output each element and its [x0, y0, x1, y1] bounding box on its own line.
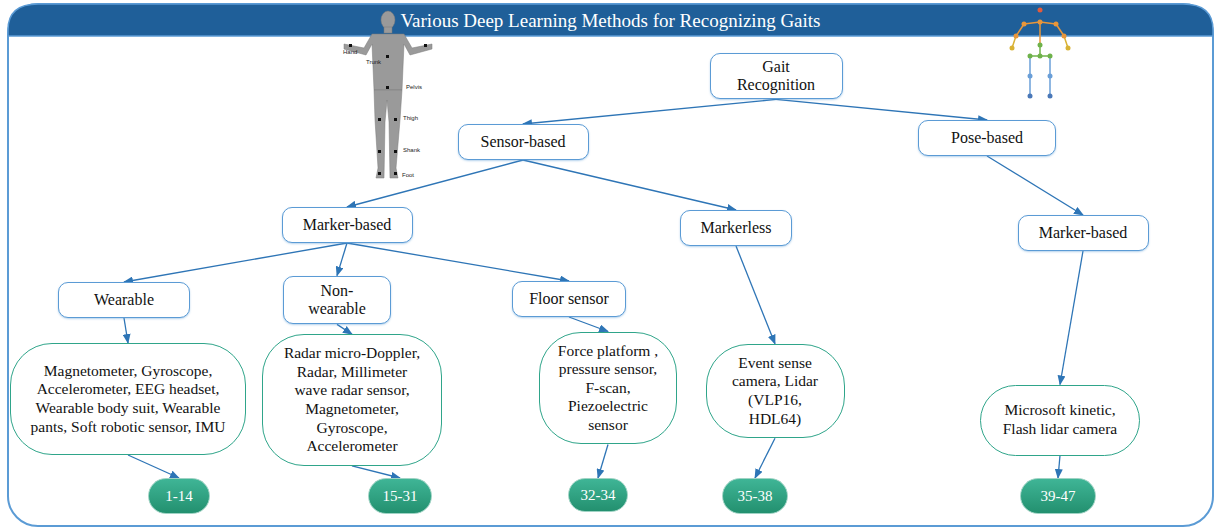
tree-arrow [1058, 456, 1060, 479]
reference-range-pill: 1-14 [148, 478, 210, 514]
tree-arrow [776, 99, 987, 120]
category-box: Wearable [58, 282, 190, 318]
reference-range-pill: 39-47 [1020, 478, 1096, 514]
tree-arrow [987, 156, 1083, 215]
body-part-label: Shank [403, 147, 420, 153]
reference-range-pill: 15-31 [368, 478, 432, 514]
category-box: Marker-based [1018, 215, 1149, 251]
body-markers [349, 44, 427, 175]
tree-arrow [337, 324, 352, 334]
tree-arrow [598, 444, 608, 478]
tree-arrow [569, 317, 608, 332]
node-text: 1-14 [165, 488, 193, 505]
node-text: Wearable [94, 291, 154, 309]
node-text: Markerless [700, 219, 771, 237]
reference-range-pill: 35-38 [722, 478, 788, 514]
node-text: Floor sensor [529, 290, 609, 308]
category-box: Sensor-based [458, 124, 589, 160]
category-box: Non-wearable [283, 276, 391, 325]
sensor-list-oval: Magnetometer, Gyroscope, Accelerometer, … [10, 343, 246, 455]
sensor-list-oval: Event sense camera, Lidar (VLP16, HDL64) [706, 344, 845, 438]
node-text: 39-47 [1041, 488, 1076, 505]
node-text: Sensor-based [481, 133, 566, 151]
tree-arrow [124, 318, 128, 343]
category-box: Floor sensor [512, 281, 626, 317]
node-text: Marker-based [1039, 224, 1128, 242]
node-text: Marker-based [303, 216, 392, 234]
body-part-label: Thigh [403, 115, 418, 121]
node-text: Pose-based [951, 129, 1023, 147]
body-part-label: Trunk [366, 59, 381, 65]
sensor-list-oval: Force platform , pressure sensor, F-scan… [539, 332, 677, 445]
sensor-list-oval: Microsoft kinetic, Flash lidar camera [980, 385, 1140, 456]
tree-arrow [523, 160, 736, 210]
reference-range-pill: 32-34 [568, 478, 628, 512]
tree-arrow [736, 246, 775, 344]
tree-arrow [352, 466, 400, 478]
outer-frame [8, 4, 1213, 526]
node-text: 35-38 [738, 488, 773, 505]
tree-arrow [347, 160, 523, 207]
body-part-label: Pelvis [406, 84, 422, 90]
node-text: Radar micro-Doppler, Radar, Millimeter w… [279, 344, 425, 456]
node-text: Event sense camera, Lidar (VLP16, HDL64) [723, 354, 828, 428]
tree-arrow [1060, 251, 1083, 385]
body-part-label: Hand [343, 49, 357, 55]
node-text: 32-34 [581, 487, 616, 504]
body-figure [344, 11, 432, 178]
node-text: Gait Recognition [735, 58, 818, 95]
category-box: Markerless [680, 210, 792, 246]
tree-arrow [337, 243, 347, 276]
node-text: Magnetometer, Gyroscope, Accelerometer, … [27, 362, 229, 436]
sensor-list-oval: Radar micro-Doppler, Radar, Millimeter w… [262, 334, 442, 466]
diagram-title: Various Deep Learning Methods for Recogn… [10, 6, 1211, 36]
header-band [8, 4, 1213, 36]
tree-arrow [128, 455, 179, 478]
category-box: Pose-based [918, 120, 1056, 156]
body-part-label: Foot [402, 172, 414, 178]
tree-arrow [755, 438, 775, 478]
category-box: Gait Recognition [710, 53, 843, 100]
category-box: Marker-based [282, 207, 413, 243]
node-text: 15-31 [383, 488, 418, 505]
tree-arrow [523, 99, 776, 124]
node-text: Force platform , pressure sensor, F-scan… [556, 342, 660, 435]
node-text: Microsoft kinetic, Flash lidar camera [997, 401, 1123, 438]
skeleton-figure [1010, 8, 1071, 99]
node-text: Non-wearable [292, 282, 382, 319]
